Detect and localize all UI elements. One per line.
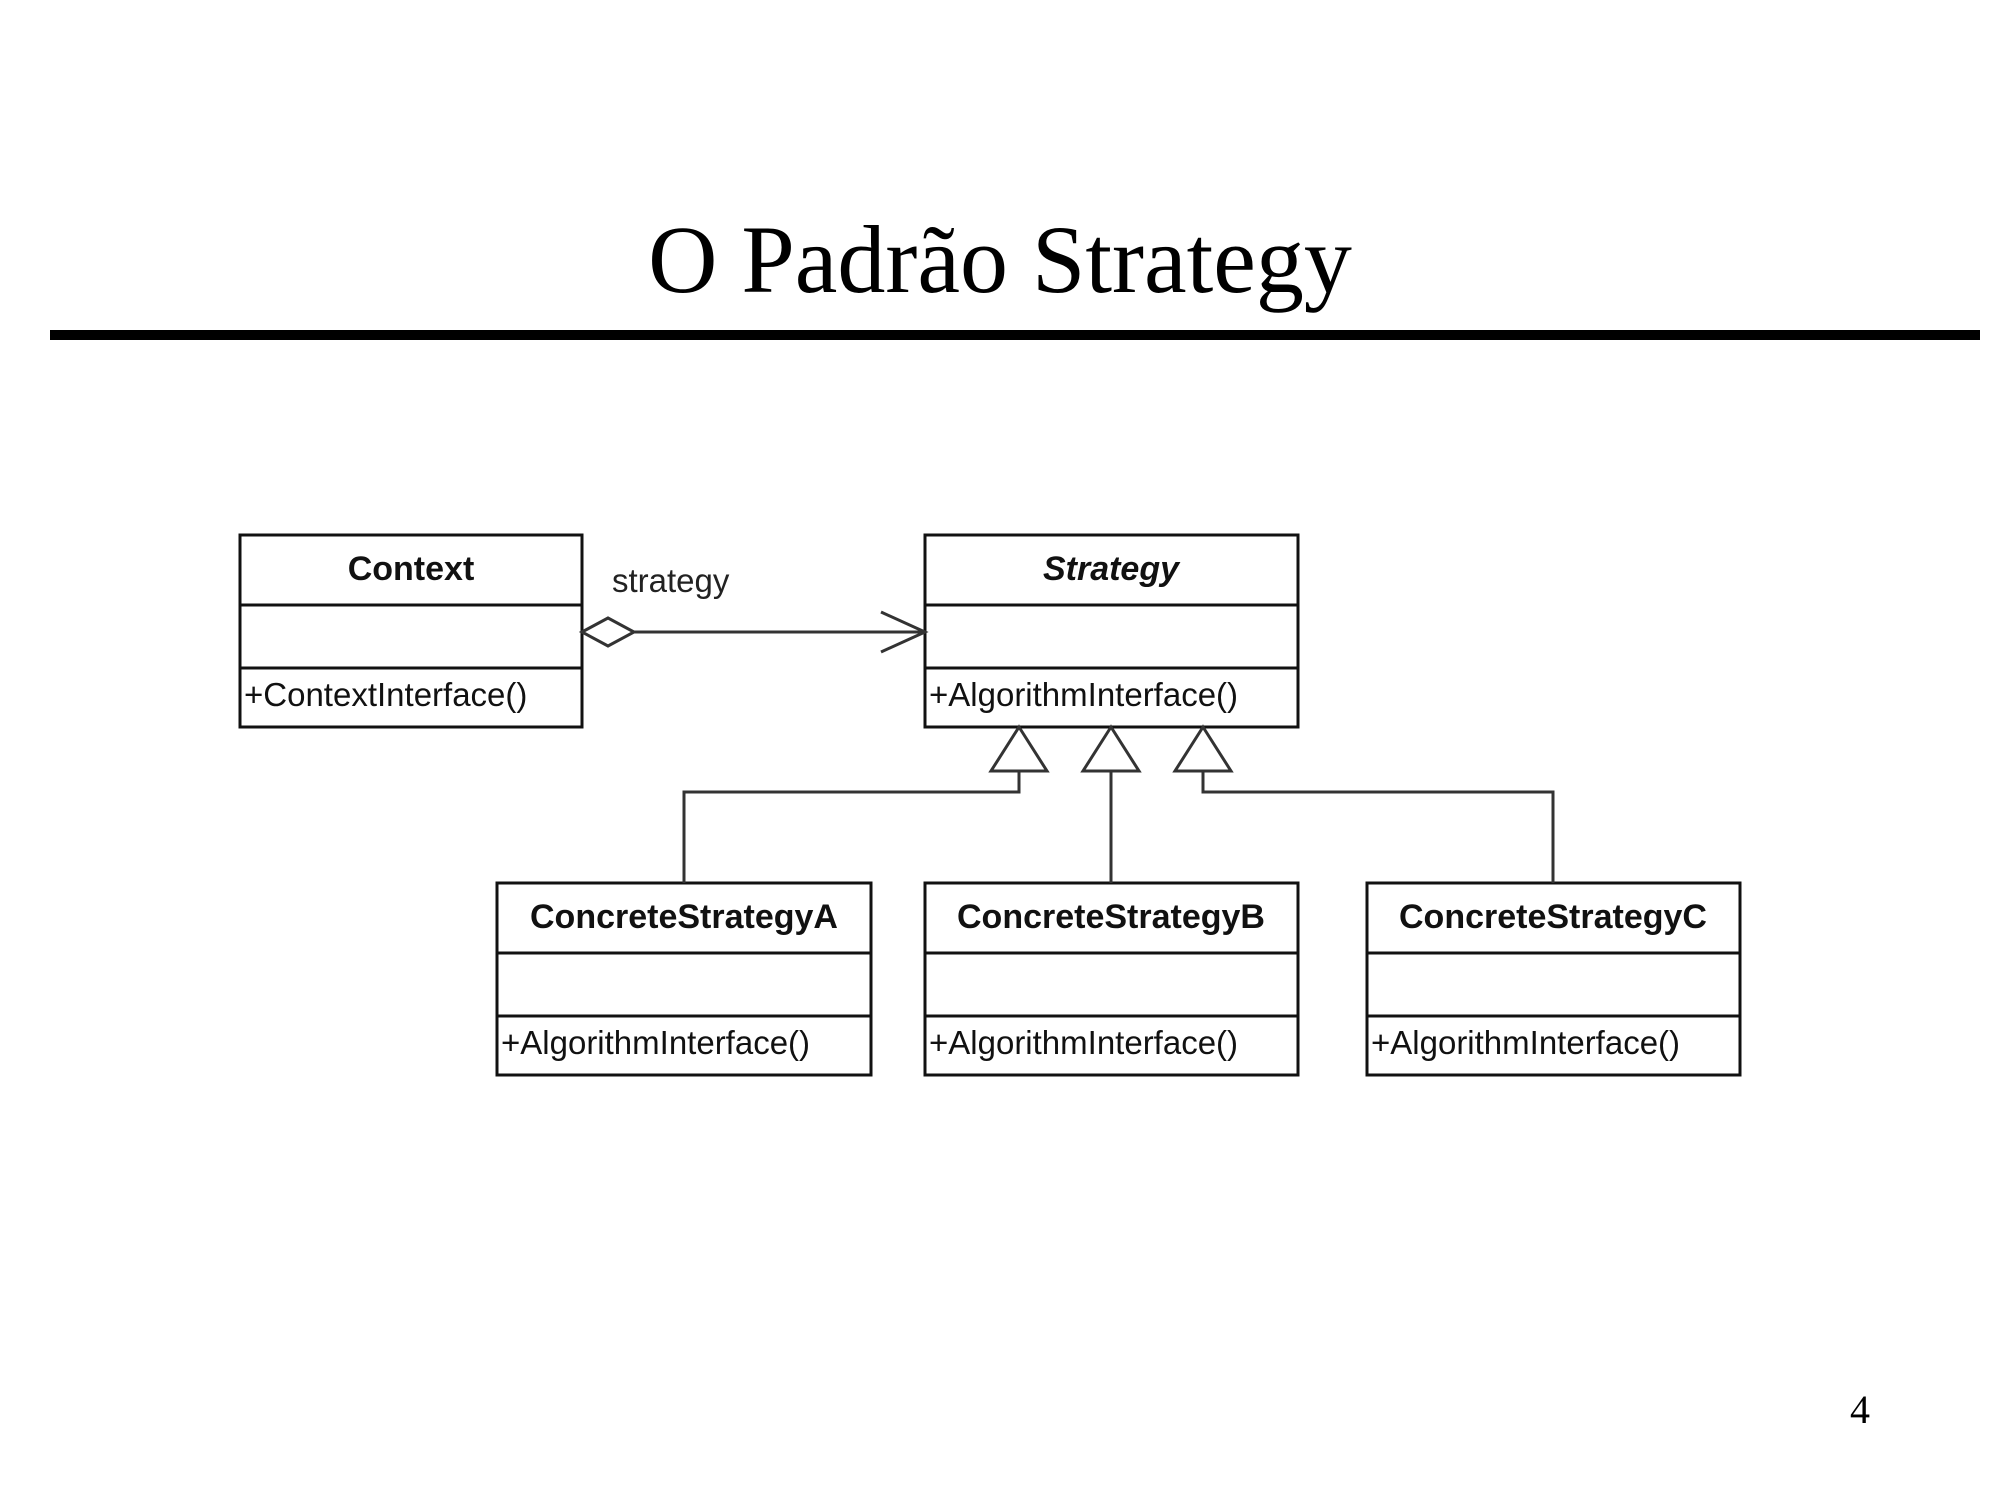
slide-title: O Padrão Strategy <box>648 206 1352 313</box>
class-strategy-operation: +AlgorithmInterface() <box>929 676 1238 713</box>
class-concrete-strategy-a-name: ConcreteStrategyA <box>530 898 838 936</box>
class-context-operation: +ContextInterface() <box>244 676 527 713</box>
class-concrete-strategy-c-box <box>1365 881 1742 1077</box>
aggregation-diamond-icon <box>578 616 638 648</box>
association-role-label: strategy <box>612 562 730 599</box>
inheritance-triangle-icon <box>1080 724 1142 773</box>
class-context: Context +ContextInterface() <box>238 533 584 729</box>
class-concrete-strategy-a: ConcreteStrategyA +AlgorithmInterface() <box>495 881 873 1077</box>
page-number: 4 <box>1850 1387 1870 1432</box>
class-concrete-strategy-a-operation: +AlgorithmInterface() <box>501 1024 810 1061</box>
inheritance-triangle-icon <box>988 724 1050 773</box>
class-concrete-strategy-b: ConcreteStrategyB +AlgorithmInterface() <box>923 881 1300 1077</box>
class-strategy: Strategy +AlgorithmInterface() <box>923 533 1300 729</box>
class-concrete-strategy-a-box <box>495 881 873 1077</box>
class-strategy-name: Strategy <box>1043 550 1181 588</box>
class-context-name: Context <box>348 550 475 588</box>
class-concrete-strategy-b-operation: +AlgorithmInterface() <box>929 1024 1238 1061</box>
class-concrete-strategy-c-operation: +AlgorithmInterface() <box>1371 1024 1680 1061</box>
generalization-concrete-a <box>682 724 1050 883</box>
title-divider <box>50 330 1980 340</box>
class-concrete-strategy-b-name: ConcreteStrategyB <box>957 898 1265 936</box>
class-concrete-strategy-c: ConcreteStrategyC +AlgorithmInterface() <box>1365 881 1742 1077</box>
association-context-strategy: strategy <box>578 562 929 654</box>
class-context-box <box>238 533 584 729</box>
generalization-line-a <box>682 771 1021 883</box>
inheritance-triangle-icon <box>1172 724 1234 773</box>
class-concrete-strategy-c-name: ConcreteStrategyC <box>1399 898 1707 936</box>
generalization-line-c <box>1201 771 1555 883</box>
generalization-concrete-c <box>1172 724 1555 883</box>
generalization-concrete-b <box>1080 724 1142 883</box>
navigability-arrow-icon <box>880 610 929 654</box>
